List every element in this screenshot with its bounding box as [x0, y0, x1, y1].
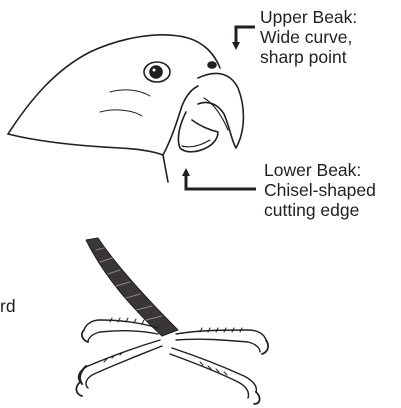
parrot-foot-icon	[76, 238, 268, 404]
upper-beak-line-1: Upper Beak:	[260, 7, 357, 27]
feet-partial-label: rd	[0, 296, 16, 316]
upper-beak-label: Upper Beak: Wide curve, sharp point	[260, 7, 357, 67]
lower-beak-line-1: Lower Beak:	[264, 160, 376, 180]
parrot-head-icon	[8, 35, 243, 182]
upper-beak-callout	[236, 27, 255, 46]
lower-beak-callout	[186, 172, 256, 189]
lower-beak-line-3: cutting edge	[264, 200, 376, 220]
lower-beak-label: Lower Beak: Chisel-shaped cutting edge	[264, 160, 376, 220]
lower-beak-line-2: Chisel-shaped	[264, 180, 376, 200]
upper-beak-line-2: Wide curve,	[260, 27, 357, 47]
upper-beak-line-3: sharp point	[260, 47, 357, 67]
